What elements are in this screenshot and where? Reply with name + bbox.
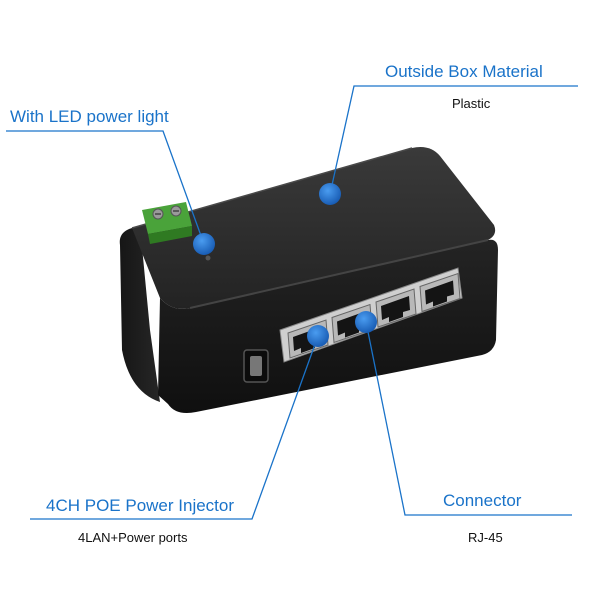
led-title: With LED power light <box>10 107 169 126</box>
terminal-block <box>142 202 192 244</box>
injector-title: 4CH POE Power Injector <box>46 496 235 515</box>
outside-box-value: Plastic <box>452 96 491 111</box>
connector-title: Connector <box>443 491 522 510</box>
callout-line-connector <box>365 321 572 516</box>
rj45-port <box>419 272 461 313</box>
callout-line-outside-box <box>329 85 578 195</box>
callout-markers <box>193 183 377 347</box>
dc-power-jack <box>243 349 269 383</box>
callout-line-injector <box>30 335 319 520</box>
outside-box-title: Outside Box Material <box>385 62 543 81</box>
injector-value: 4LAN+Power ports <box>78 530 188 545</box>
marker-injector <box>307 325 329 347</box>
marker-connector <box>355 311 377 333</box>
rj45-port <box>375 288 417 328</box>
marker-outside-box <box>319 183 341 205</box>
callout-lines <box>6 85 578 520</box>
connector-value: RJ-45 <box>468 530 503 545</box>
led-indicator <box>205 255 211 261</box>
marker-led <box>193 233 215 255</box>
callout-line-led <box>6 130 205 245</box>
